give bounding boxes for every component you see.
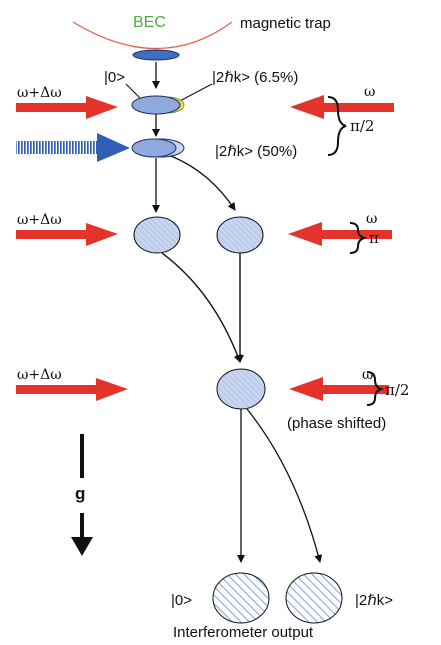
bec-cloud xyxy=(132,49,180,61)
pi-cloud-left xyxy=(133,216,181,254)
recombination-cloud xyxy=(216,368,266,410)
omega-plus-delta-label-1: ω+Δω xyxy=(17,85,62,101)
laser-left-1 xyxy=(16,96,118,119)
pi-cloud-right xyxy=(216,216,264,254)
ket2hk-65-label: |2ℏk> (6.5%) xyxy=(212,69,298,86)
omega-plus-delta-label-2: ω+Δω xyxy=(17,212,62,228)
pi-half-label-1: π/2 xyxy=(350,117,374,135)
laser-right-1 xyxy=(290,95,394,119)
omega-label-3: ω xyxy=(362,367,373,383)
gravity-arrow-head xyxy=(71,537,93,556)
laser-blue-striped xyxy=(16,133,130,162)
ket2hk-50-label: |2ℏk> (50%) xyxy=(215,143,297,160)
bec-label: BEC xyxy=(133,14,166,31)
omega-label-1: ω xyxy=(364,84,375,100)
ket0-label: |0> xyxy=(104,69,125,86)
omega-label-2: ω xyxy=(366,211,377,227)
laser-left-2 xyxy=(16,223,118,246)
ket2hk-65-pointer xyxy=(175,83,213,104)
output-cloud-0 xyxy=(212,572,270,624)
split-cloud-2a xyxy=(131,138,177,158)
gravity-bar xyxy=(80,434,84,478)
arm-right-1 xyxy=(170,155,236,211)
laser-right-2 xyxy=(288,222,392,246)
split-cloud-1 xyxy=(131,95,181,115)
magnetic-trap-label: magnetic trap xyxy=(240,15,331,32)
output-ket2hk-label: |2ℏk> xyxy=(355,592,393,609)
brace-pi-half-2 xyxy=(366,371,385,406)
interferometer-output-label: Interferometer output xyxy=(173,624,314,641)
output-ket0-label: |0> xyxy=(171,592,192,609)
brace-pi xyxy=(349,222,368,254)
output-cloud-2hk xyxy=(285,572,343,624)
pi-label: π xyxy=(369,229,379,247)
magnetic-trap-curve xyxy=(72,21,233,50)
phase-shifted-label: (phase shifted) xyxy=(287,415,386,432)
gravity-label: g xyxy=(75,484,85,503)
laser-left-3 xyxy=(16,378,128,401)
arm-left-2 xyxy=(161,252,242,363)
laser-right-3 xyxy=(289,377,389,401)
omega-plus-delta-label-3: ω+Δω xyxy=(17,367,62,383)
brace-pi-half-1 xyxy=(327,96,347,156)
pi-half-label-2: π/2 xyxy=(385,381,409,399)
output-arm-right xyxy=(246,408,323,563)
ket0-pointer xyxy=(125,83,141,99)
gravity-arrow-shaft xyxy=(80,513,84,541)
